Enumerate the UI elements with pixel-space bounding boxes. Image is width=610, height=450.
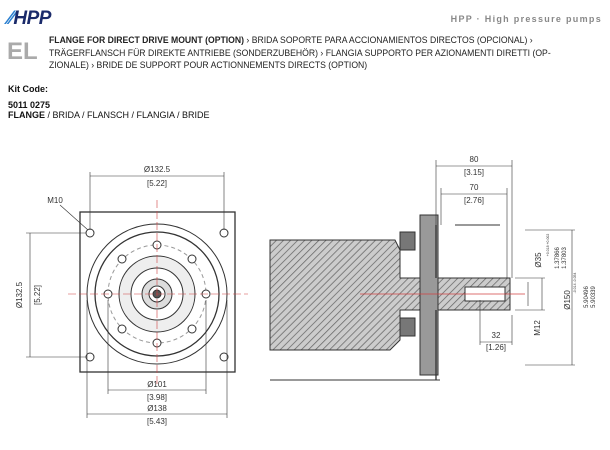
tagline: HPP · High pressure pumps — [450, 14, 602, 24]
dim-80: 80 — [470, 155, 479, 164]
dim-top-inch: [5.22] — [147, 179, 167, 188]
dim-left-inch: [5.22] — [33, 285, 42, 305]
dim-top: Ø132.5 — [144, 165, 171, 174]
dim-d150-in2: 5.90339 — [591, 286, 597, 308]
dim-70: 70 — [470, 183, 479, 192]
kit-code-label: Kit Code: — [8, 84, 48, 94]
dim-80-inch: [3.15] — [464, 168, 484, 177]
kit-name: FLANGE — [8, 110, 45, 120]
dim-d150-tol: -0.014 -0.054 — [573, 273, 577, 294]
section-title: FLANGE FOR DIRECT DRIVE MOUNT (OPTION) ›… — [49, 34, 565, 72]
kit-code: 5011 0275 — [8, 100, 51, 110]
dim-138: Ø138 — [147, 404, 167, 413]
front-view — [26, 172, 248, 418]
kit-description: FLANGE / BRIDA / FLANSCH / FLANGIA / BRI… — [8, 110, 210, 120]
section-code: EL — [7, 38, 38, 65]
dim-d35-in2: 1.37803 — [562, 247, 568, 269]
dim-32: 32 — [492, 331, 501, 340]
thread-m12: M12 — [533, 320, 542, 336]
dim-d35-in1: 1.37866 — [555, 247, 561, 269]
side-view — [269, 160, 575, 381]
thread-label: M10 — [47, 196, 63, 205]
dim-d35-tol: +0.018 +0.002 — [546, 234, 550, 257]
dim-d35: Ø35 — [534, 252, 543, 268]
title-bold: FLANGE FOR DIRECT DRIVE MOUNT (OPTION) — [49, 35, 245, 45]
dim-138-inch: [5.43] — [147, 417, 167, 426]
dim-d150: Ø150 — [563, 290, 572, 310]
title-line3: ZIONALE) › BRIDE DE SUPPORT POUR ACTIONN… — [49, 60, 368, 71]
dim-32-inch: [1.26] — [486, 343, 506, 352]
dim-101-inch: [3.98] — [147, 393, 167, 402]
dim-70-inch: [2.76] — [464, 196, 484, 205]
dim-d150-in1: 5.90496 — [584, 286, 590, 308]
dim-101: Ø101 — [147, 380, 167, 389]
title-line1: › BRIDA SOPORTE PARA ACCIONAMIENTOS DIRE… — [244, 35, 533, 45]
dim-left: Ø132.5 — [15, 281, 24, 308]
hpp-logo: ⁄⁄HPP — [8, 8, 51, 29]
title-line2: TRÄGERFLANSCH FÜR DIREKTE ANTRIEBE (SOND… — [49, 47, 551, 58]
kit-name-translations: / BRIDA / FLANSCH / FLANGIA / BRIDE — [45, 110, 210, 120]
